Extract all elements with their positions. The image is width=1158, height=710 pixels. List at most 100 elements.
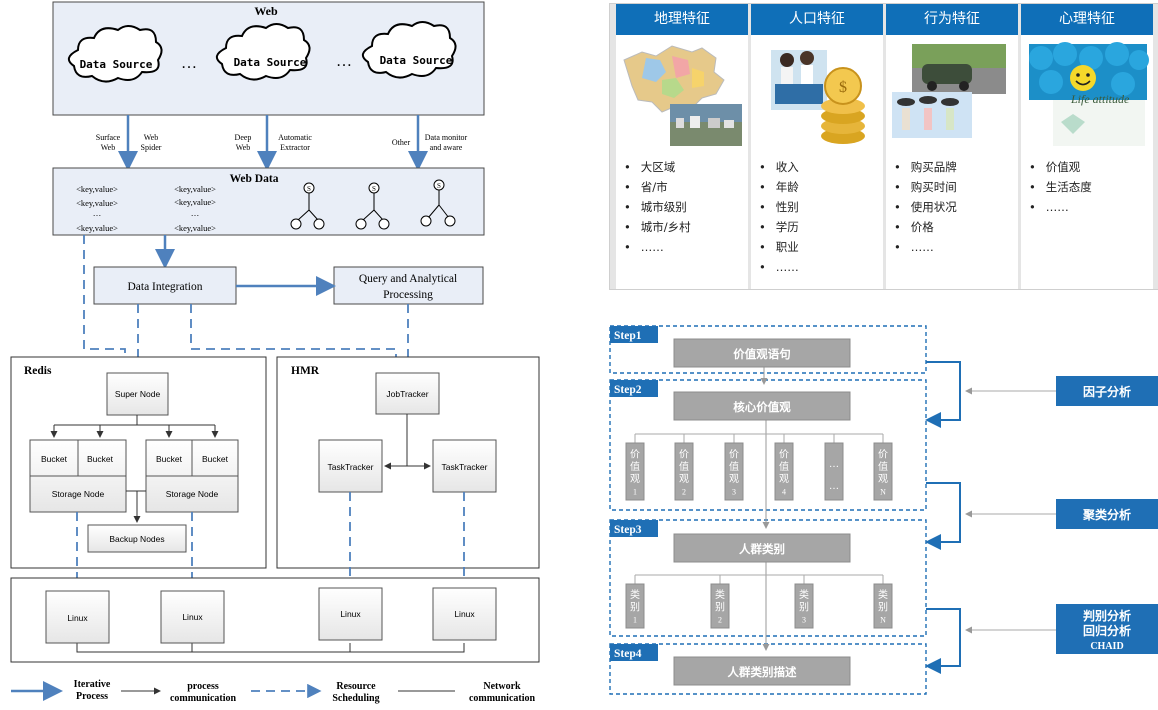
job-tracker xyxy=(375,372,440,415)
tree-2: S xyxy=(355,182,390,230)
value-item-char: 价 xyxy=(779,448,789,460)
storage-node-label: Storage Node xyxy=(52,489,105,499)
legend-iterative-1: Iterative xyxy=(74,679,111,690)
task-tracker-1 xyxy=(318,439,383,493)
legend-network-2: communication xyxy=(469,693,536,704)
linux-scheduling-lines xyxy=(76,492,465,583)
legend-process-1: process xyxy=(187,681,219,692)
segment-list: 收入 年龄 性别 学历 职业 …… xyxy=(759,157,799,277)
legend-process-2: communication xyxy=(170,693,237,704)
segment-item: 城市/乡村 xyxy=(624,217,691,237)
query-processing-label-2: Processing xyxy=(383,289,433,301)
step2-frame xyxy=(609,379,927,511)
super-node-links xyxy=(54,415,215,426)
storage-node-label: Storage Node xyxy=(166,489,219,499)
segment-demographics: 人口特征 $ 收入 年龄 性别 学历 职业 …… xyxy=(751,4,883,289)
segment-item: 使用状况 xyxy=(894,197,957,217)
architecture-diagram: Web Data Source … Data Source … Data Sou… xyxy=(10,1,540,704)
linux-node-3 xyxy=(318,587,383,641)
analysis-flow: Step1 Step2 Step3 Step4 价值观语句 核心价值观 人群类别… xyxy=(609,325,1158,695)
china-map-image xyxy=(623,45,742,146)
segment-header: 行为特征 xyxy=(886,4,1018,35)
category-item-box xyxy=(710,583,730,629)
value-item-char: 价 xyxy=(729,448,739,460)
category-item-char: 别 xyxy=(799,601,809,613)
bucket-label: Bucket xyxy=(156,454,183,464)
tree-root-label: S xyxy=(437,182,441,190)
value-item-char: … xyxy=(829,481,839,492)
segment-item: 学历 xyxy=(759,217,799,237)
chaid-label: CHAID xyxy=(1090,641,1123,652)
kv-2c: <key,value> xyxy=(174,223,216,233)
segment-list: 大区域 省/市 城市级别 城市/乡村 …… xyxy=(624,157,691,257)
label-data-monitor-2: and aware xyxy=(430,143,463,152)
segment-item: 省/市 xyxy=(624,177,691,197)
task-tracker-label: TaskTracker xyxy=(442,462,488,472)
value-item-char: 值 xyxy=(630,460,640,473)
value-item-char: … xyxy=(829,459,839,470)
label-other: Other xyxy=(392,138,411,147)
label-deep-web-1: Deep xyxy=(235,133,252,142)
step-label: Step2 xyxy=(614,384,642,396)
kv-1a: <key,value> xyxy=(76,184,118,194)
kv-2a: <key,value> xyxy=(174,184,216,194)
segment-item: 性别 xyxy=(759,197,799,217)
crowd-category-box xyxy=(673,533,851,563)
segment-item: …… xyxy=(624,237,691,257)
core-values-label: 核心价值观 xyxy=(733,400,791,414)
data-source-cloud-3: Data Source xyxy=(361,21,457,79)
segment-psychology: 心理特征 Life attitude 价值观 生活态度 …… xyxy=(1021,4,1153,289)
factor-analysis-label: 因子分析 xyxy=(1083,384,1131,399)
kv-1b: <key,value> xyxy=(76,198,118,208)
data-integration-box xyxy=(93,266,237,305)
crowd-description-box xyxy=(673,656,851,686)
bracket-factor xyxy=(925,361,961,428)
data-source-cloud-2: Data Source xyxy=(215,23,311,81)
tree-root-label: S xyxy=(307,185,311,193)
linux-label: Linux xyxy=(454,609,475,619)
category-item-char: 类 xyxy=(630,588,640,601)
super-node xyxy=(106,372,169,416)
legend-iterative-2: Process xyxy=(76,691,108,702)
values-statement-box xyxy=(673,338,851,368)
bracket-discriminant xyxy=(925,608,961,674)
value-item-char: 观 xyxy=(729,473,739,485)
value-item-box xyxy=(824,442,844,501)
bucket-label: Bucket xyxy=(41,454,68,464)
regression-analysis-label: 回归分析 xyxy=(1083,623,1131,638)
task-tracker-label: TaskTracker xyxy=(328,462,374,472)
discriminant-analysis-label: 判别分析 xyxy=(1083,608,1131,623)
value-item-box xyxy=(724,442,744,501)
category-item-char: 类 xyxy=(715,588,725,601)
value-item-char: 观 xyxy=(630,473,640,485)
step-label: Step4 xyxy=(614,648,642,660)
data-integration-label: Data Integration xyxy=(127,281,202,293)
step3-frame xyxy=(609,519,927,637)
value-item-char: 2 xyxy=(682,488,686,497)
cluster-analysis-label: 聚类分析 xyxy=(1082,507,1131,522)
value-item-box xyxy=(625,442,645,501)
segment-item: 职业 xyxy=(759,237,799,257)
category-item-char: 1 xyxy=(633,616,637,625)
value-item-box xyxy=(674,442,694,501)
label-data-monitor-1: Data monitor xyxy=(425,133,468,142)
tree-3: S xyxy=(420,179,456,227)
web-data-box xyxy=(52,167,485,236)
category-item-char: 别 xyxy=(630,601,640,613)
crowd-category-label: 人群类别 xyxy=(739,542,785,556)
segment-header: 心理特征 xyxy=(1021,4,1153,35)
backup-nodes xyxy=(87,524,187,553)
label-extractor-2: Extractor xyxy=(280,143,310,152)
data-source-cloud-1: Data Source xyxy=(67,25,163,83)
backup-nodes-label: Backup Nodes xyxy=(109,534,164,544)
svg-text:$: $ xyxy=(839,79,847,96)
bracket-cluster xyxy=(925,482,961,550)
segment-geography: 地理特征 大区域 省/市 城市级别 城市/乡村 …… xyxy=(616,4,748,289)
core-values-box xyxy=(673,391,851,421)
bucket-label: Bucket xyxy=(87,454,114,464)
network-line xyxy=(76,643,465,653)
value-item-char: 4 xyxy=(782,488,786,497)
value-item-char: 值 xyxy=(878,460,888,473)
linux-node-4 xyxy=(432,587,497,641)
ellipsis-1: … xyxy=(181,55,197,72)
